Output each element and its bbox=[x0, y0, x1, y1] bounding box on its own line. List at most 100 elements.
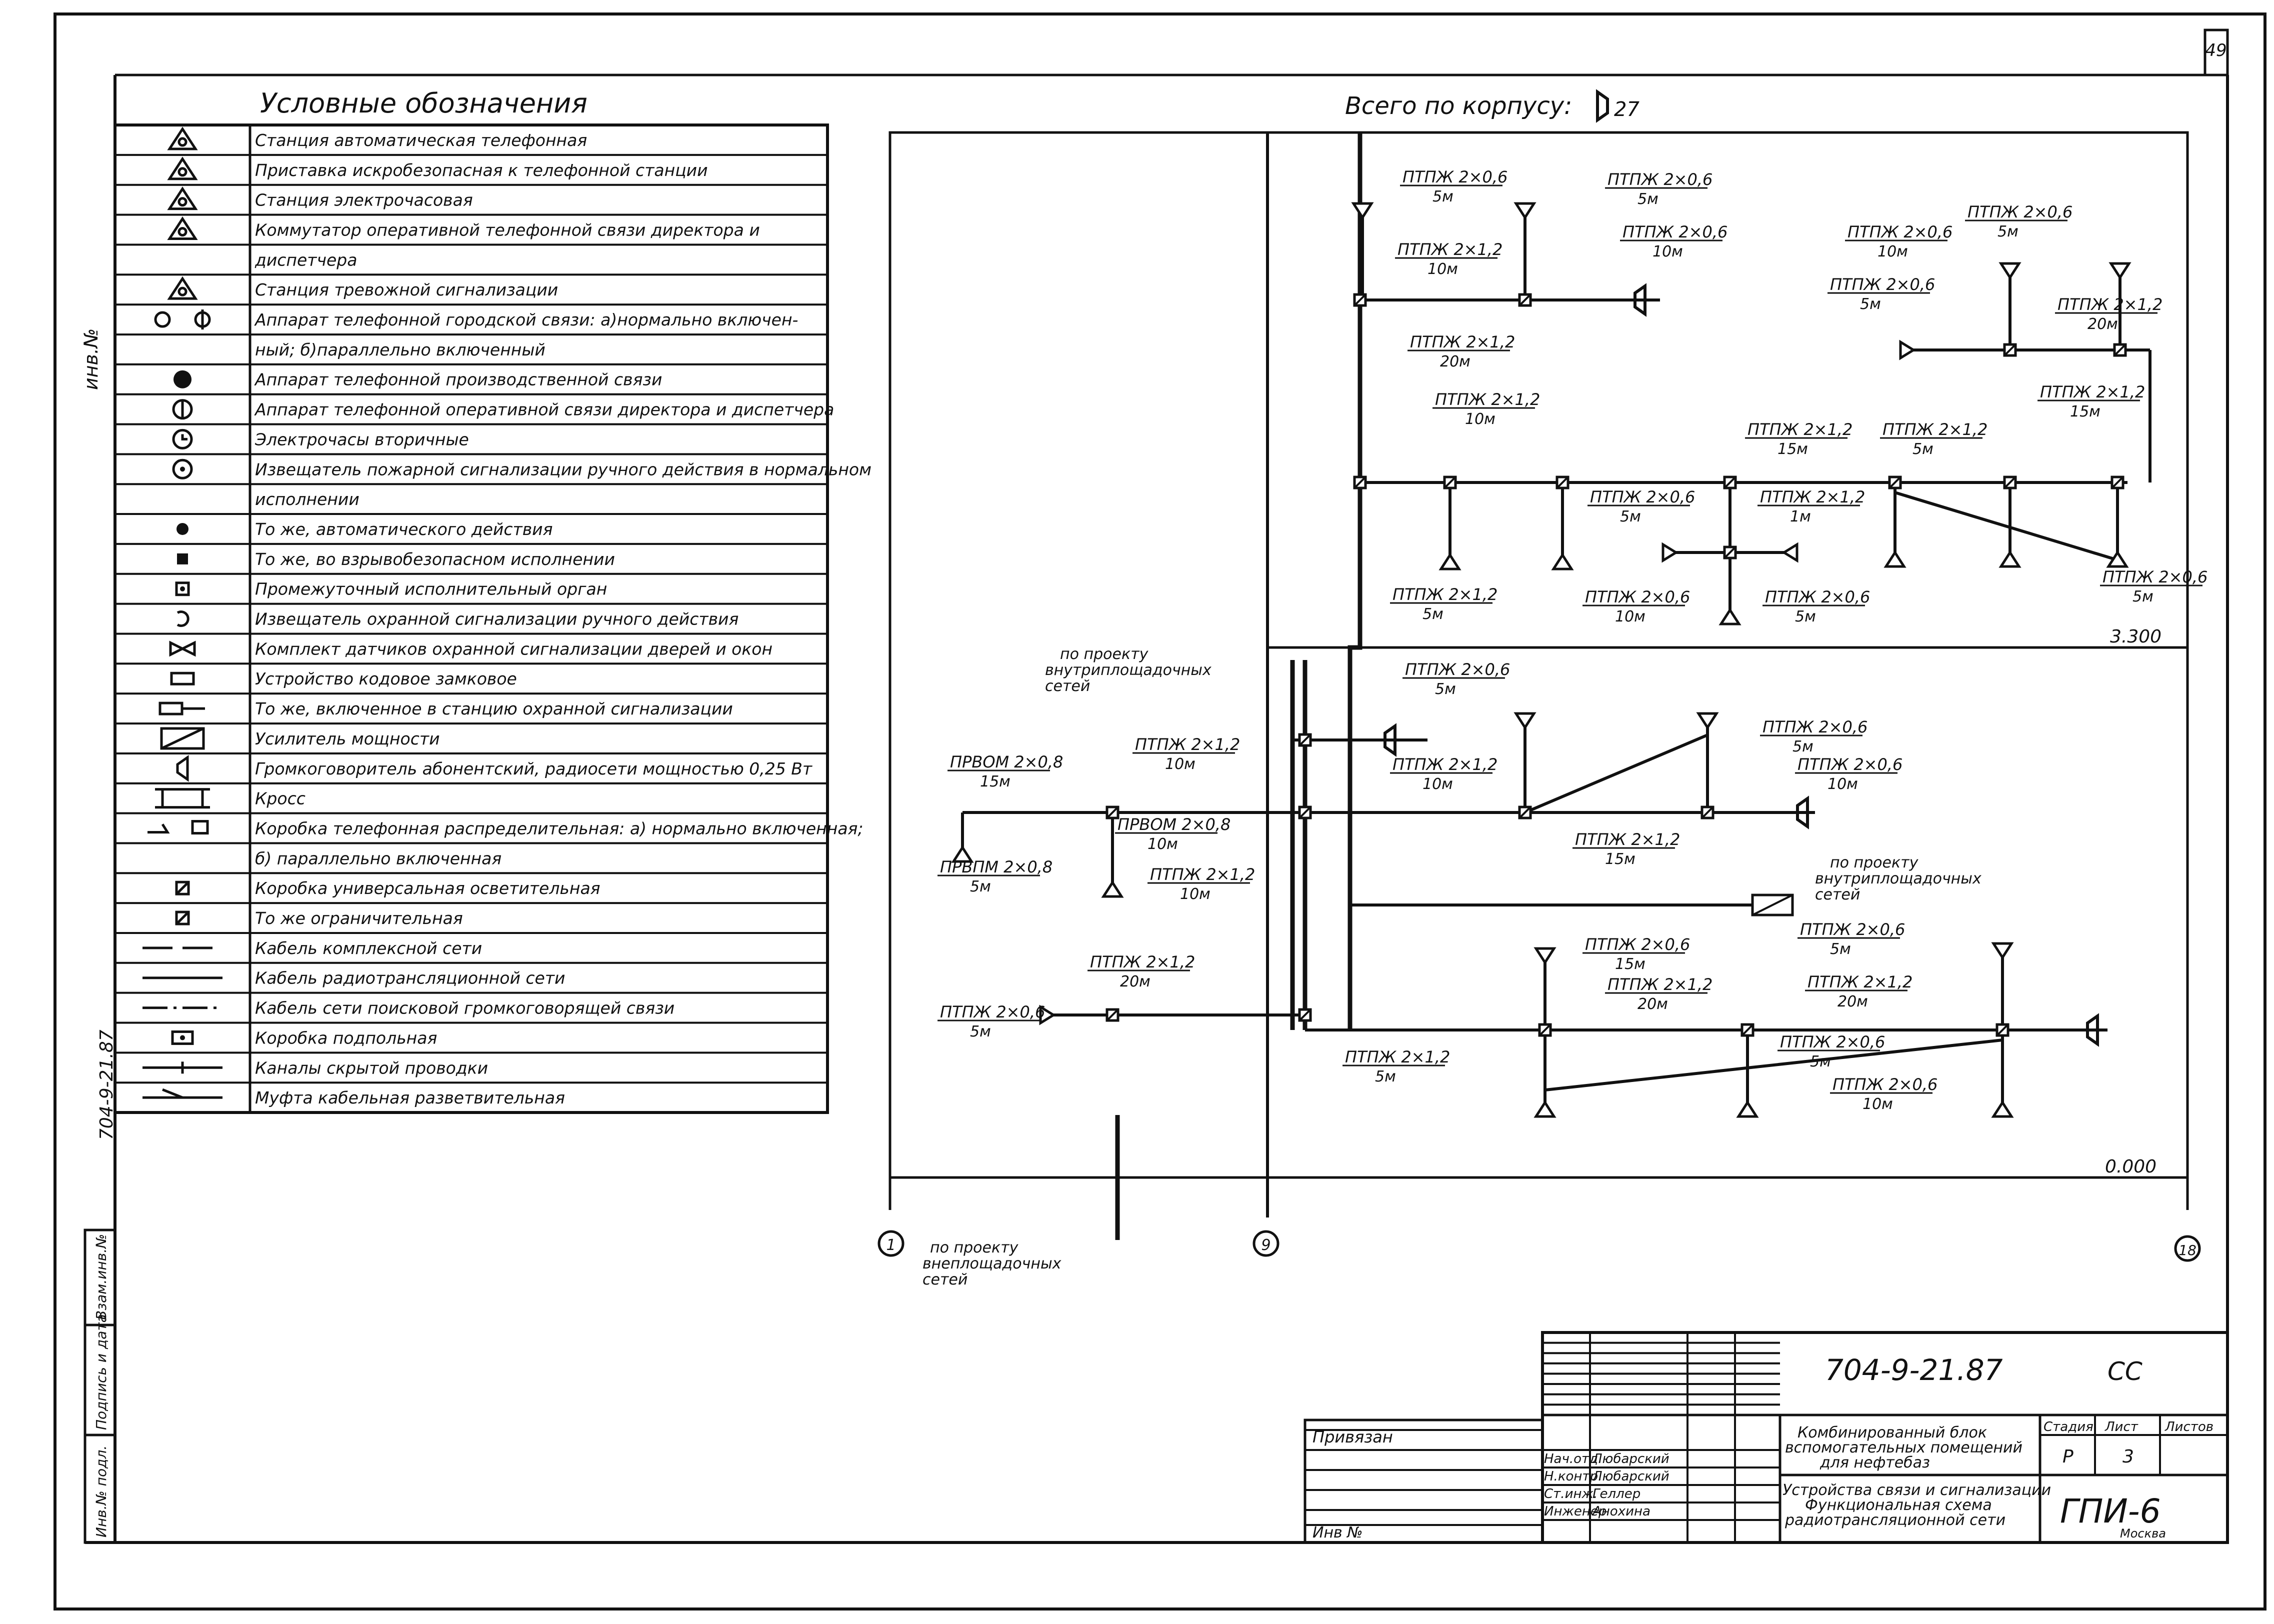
legend-row-label: Приставка искробезопасная к телефонной с… bbox=[255, 160, 708, 180]
tb-project-2: вспомогательных помещений bbox=[1785, 1439, 2022, 1456]
small-dot-icon bbox=[176, 522, 188, 535]
tb-suffix: СС bbox=[2108, 1357, 2142, 1386]
legend-row-label: Станция автоматическая телефонная bbox=[255, 130, 587, 150]
svg-text:10м: 10м bbox=[1180, 886, 1210, 903]
cable-label: ПТПЖ 2×0,65м bbox=[938, 1002, 1045, 1040]
legend-row-label: Извещатель охранной сигнализации ручного… bbox=[255, 610, 738, 629]
cable-label: ПТПЖ 2×0,65м bbox=[1762, 588, 1870, 626]
tb-sheet-title-1: Устройства связи и сигнализации bbox=[1782, 1482, 2051, 1499]
svg-text:5м: 5м bbox=[1638, 190, 1658, 208]
junction-box-icon bbox=[1300, 1010, 1310, 1020]
svg-text:18: 18 bbox=[2178, 1242, 2196, 1258]
terminal-icon bbox=[2106, 550, 2129, 568]
terminal-icon bbox=[1514, 202, 1536, 220]
junction-box-icon bbox=[1300, 807, 1310, 818]
svg-text:5м: 5м bbox=[1810, 1053, 1831, 1070]
ats-triangle-icon bbox=[167, 126, 198, 150]
tb-name: Любарский bbox=[1592, 1469, 1670, 1484]
note-external: по проекту внеплощадочных сетей bbox=[922, 1239, 1062, 1288]
legend-row-label: То же, включенное в станцию охранной сиг… bbox=[255, 699, 733, 718]
cable-label: ПТПЖ 2×0,65м bbox=[1965, 202, 2072, 240]
svg-text:ПРВОМ 2×0,8: ПРВОМ 2×0,8 bbox=[1118, 815, 1230, 834]
spark-triangle-icon bbox=[167, 156, 198, 180]
junction-box-icon bbox=[1520, 807, 1530, 818]
terminal-icon bbox=[1662, 542, 1678, 563]
cable-label: ПТПЖ 2×0,65м bbox=[1828, 275, 1935, 313]
cross-frame-icon bbox=[155, 788, 210, 809]
terminal-icon bbox=[1782, 542, 1798, 563]
tb-code: 704-9-21.87 bbox=[1825, 1353, 2003, 1387]
distribution-box-icon bbox=[148, 820, 209, 834]
junction-box-icon bbox=[2004, 477, 2016, 488]
junction-box-icon bbox=[1107, 1010, 1118, 1020]
legend-row-label: Коммутатор оперативной телефонной связи … bbox=[255, 220, 760, 240]
level-0000: 0.000 bbox=[2105, 1156, 2156, 1177]
terminal-icon bbox=[1351, 202, 1374, 220]
legend-row-label: Громкоговоритель абонентский, радиосети … bbox=[255, 759, 813, 778]
axis-1: 1 bbox=[878, 1230, 904, 1257]
svg-text:ПТПЖ 2×1,2: ПТПЖ 2×1,2 bbox=[1345, 1048, 1450, 1066]
svg-text:20м: 20м bbox=[1838, 993, 1868, 1010]
code-lock-icon bbox=[170, 672, 195, 686]
svg-text:15м: 15м bbox=[1615, 956, 1646, 973]
svg-text:внутриплощадочных: внутриплощадочных bbox=[1045, 662, 1212, 679]
svg-text:15м: 15м bbox=[1605, 850, 1636, 868]
svg-text:20м: 20м bbox=[1638, 996, 1668, 1013]
tb-org: ГПИ-6 bbox=[2060, 1492, 2161, 1530]
svg-text:1: 1 bbox=[886, 1236, 896, 1254]
svg-text:ПТПЖ 2×1,2: ПТПЖ 2×1,2 bbox=[1410, 332, 1515, 352]
junction-box-icon bbox=[1557, 477, 1568, 488]
cable-label: ПТПЖ 2×0,65м bbox=[1798, 920, 1905, 958]
svg-text:ПТПЖ 2×0,6: ПТПЖ 2×0,6 bbox=[1585, 588, 1690, 606]
svg-text:5м: 5м bbox=[1998, 223, 2018, 240]
terminal-icon bbox=[1039, 1004, 1056, 1026]
small-square-icon bbox=[177, 553, 188, 564]
tb-stage-hdr: Стадия bbox=[2044, 1420, 2094, 1434]
tb-sheet-title-3: радиотрансляционной сети bbox=[1784, 1512, 2006, 1529]
legend-row-label: Кабель сети поисковой громкоговорящей св… bbox=[255, 998, 674, 1018]
legend-row-label: исполнении bbox=[255, 490, 360, 509]
terminal-icon bbox=[1991, 1100, 2014, 1118]
legend-row-label: Станция электрочасовая bbox=[255, 190, 473, 210]
svg-text:ПТПЖ 2×0,6: ПТПЖ 2×0,6 bbox=[1832, 1075, 1938, 1094]
legend-row-label: Аппарат телефонной оперативной связи дир… bbox=[254, 400, 834, 420]
cable-label: ПТПЖ 2×0,65м bbox=[1778, 1032, 1885, 1070]
svg-text:5м: 5м bbox=[1912, 440, 1934, 458]
svg-text:ПТПЖ 2×0,6: ПТПЖ 2×0,6 bbox=[1848, 222, 1952, 242]
terminal-icon bbox=[1514, 712, 1536, 730]
svg-text:10м: 10м bbox=[1148, 836, 1178, 853]
sheet-number: 49 bbox=[2205, 40, 2226, 60]
note-internal-1: по проекту внутриплощадочных сетей bbox=[1045, 646, 1212, 695]
terminal-icon bbox=[1736, 1100, 1759, 1118]
tb-sheet-title-2: Функциональная схема bbox=[1805, 1496, 1992, 1514]
terminal-icon bbox=[1998, 550, 2022, 568]
svg-text:5м: 5м bbox=[1432, 188, 1454, 206]
legend-row-label: диспетчера bbox=[254, 250, 357, 270]
junction-box-icon bbox=[1997, 1024, 2008, 1036]
tb-role: Нач.отд. bbox=[1544, 1452, 1602, 1466]
cable-label: ПТПЖ 2×0,65м bbox=[1400, 168, 1508, 206]
svg-text:ПТПЖ 2×0,6: ПТПЖ 2×0,6 bbox=[940, 1002, 1045, 1022]
svg-text:ПТПЖ 2×1,2: ПТПЖ 2×1,2 bbox=[1392, 585, 1498, 604]
city-phone-icon bbox=[154, 310, 211, 330]
title-block: 704-9-21.87 СС Привязан Инв № Нач.отд.Лю… bbox=[1304, 1331, 2229, 1544]
svg-text:ПТПЖ 2×1,2: ПТПЖ 2×1,2 bbox=[1748, 420, 1852, 439]
terminal-icon bbox=[1101, 880, 1124, 898]
svg-text:10м: 10м bbox=[1615, 608, 1646, 626]
terminal-icon bbox=[1884, 550, 1906, 568]
svg-text:10м: 10м bbox=[1652, 243, 1683, 260]
legend-row-label: Кабель комплексной сети bbox=[255, 938, 482, 958]
svg-text:5м: 5м bbox=[1375, 1068, 1396, 1086]
terminal-icon bbox=[1991, 942, 2014, 960]
svg-text:по проекту: по проекту bbox=[1060, 646, 1149, 663]
svg-text:5м: 5м bbox=[1620, 508, 1641, 526]
svg-text:ПТПЖ 2×0,6: ПТПЖ 2×0,6 bbox=[1830, 275, 1935, 294]
svg-text:10м: 10м bbox=[1165, 756, 1196, 773]
cable-label: ПТПЖ 2×1,2 5м bbox=[1342, 1048, 1450, 1086]
svg-text:5м: 5м bbox=[2132, 588, 2154, 606]
